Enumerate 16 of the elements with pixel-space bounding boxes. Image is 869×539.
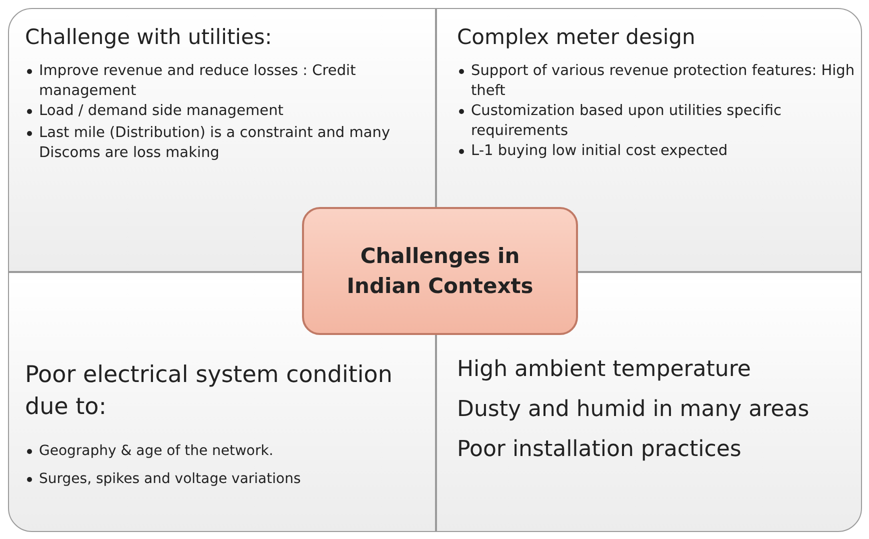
center-title: Challenges in Indian Contexts xyxy=(346,243,534,300)
bullet-item: Customization based upon utilities specific requirements xyxy=(457,101,861,141)
center-box xyxy=(302,207,578,335)
bullet-item: Improve revenue and reduce losses : Credit management xyxy=(25,61,439,101)
bullet-item: Last mile (Distribution) is a constraint and many Discoms are loss making xyxy=(25,123,439,163)
panel-heading: Challenge with utilities: xyxy=(25,24,272,51)
bullet-item: Load / demand side management xyxy=(25,101,439,121)
bullet-item: L-1 buying low initial cost expected xyxy=(457,141,861,161)
panel-heading: Poor electrical system condition due to: xyxy=(25,361,394,422)
bullet-item: Geography & age of the network. xyxy=(25,441,439,461)
panel-heading: Complex meter design xyxy=(457,24,696,51)
panel-text: High ambient temperature xyxy=(457,356,751,384)
bullet-item: Surges, spikes and voltage variations xyxy=(25,469,439,489)
bullet-item: Support of various revenue protection features: High theft xyxy=(457,61,861,101)
panel-text: Dusty and humid in many areas xyxy=(457,396,810,424)
panel-text: Poor installation practices xyxy=(457,436,742,464)
